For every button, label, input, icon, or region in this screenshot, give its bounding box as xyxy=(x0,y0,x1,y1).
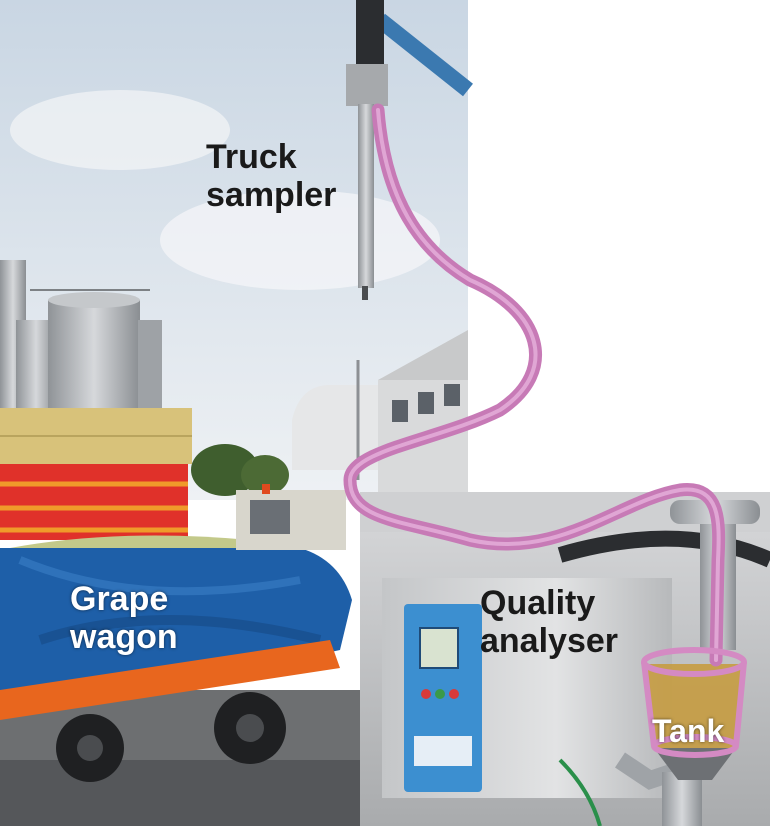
quality-analyser-label: Quality analyser xyxy=(480,584,618,660)
truck-sampler-label: Truck sampler xyxy=(206,138,337,214)
grape-wagon-label: Grape wagon xyxy=(70,580,178,656)
tank-outline xyxy=(641,647,747,758)
trees xyxy=(191,444,289,496)
analyser-room xyxy=(360,492,770,826)
buildings xyxy=(292,330,468,500)
tank-label: Tank xyxy=(652,713,725,749)
grape-wagon xyxy=(0,408,352,782)
truck-sampler xyxy=(346,0,473,300)
silos xyxy=(0,260,162,420)
